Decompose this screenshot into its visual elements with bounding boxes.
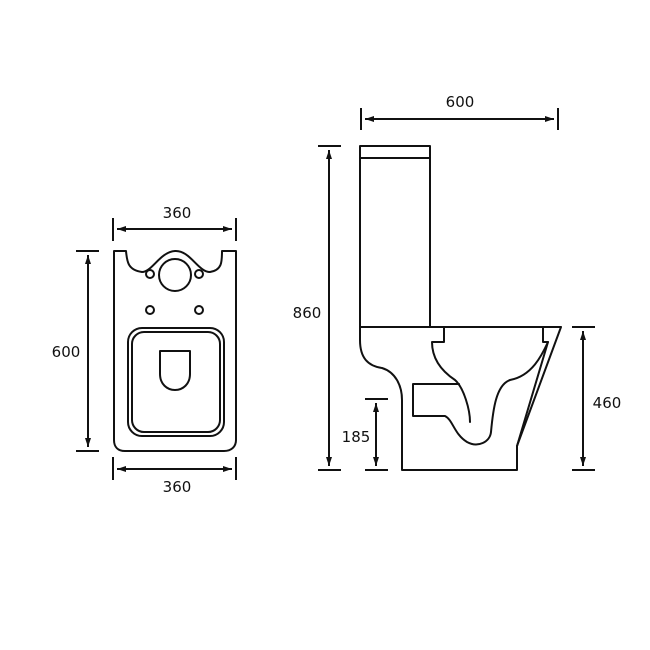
skirt-line [516, 341, 549, 447]
seat-fixing-hole [145, 305, 155, 315]
seat-fixing-hole [194, 305, 204, 315]
height-label: 860 [293, 304, 322, 322]
fixing-hole [194, 269, 204, 279]
seat-inner [131, 331, 221, 433]
projection-dimension: 600 [360, 93, 559, 130]
top-width-label: 360 [163, 204, 192, 222]
outlet-height-dimension: 185 [342, 398, 388, 471]
outlet-height-label: 185 [342, 428, 371, 446]
seat-outer [127, 327, 225, 437]
height-dimension: 860 [293, 145, 341, 471]
bottom-width-label: 360 [163, 478, 192, 496]
top-view: 360 600 360 [52, 204, 237, 496]
pan-outline [359, 326, 562, 471]
cistern-hole [158, 258, 192, 292]
depth-label: 600 [52, 343, 81, 361]
top-width-dimension: 360 [112, 204, 237, 241]
cistern [359, 145, 431, 328]
bowl-trap [412, 326, 549, 446]
bottom-width-dimension: 360 [112, 457, 237, 496]
depth-dimension: 600 [52, 250, 99, 452]
projection-label: 600 [446, 93, 475, 111]
bowl-opening [159, 350, 191, 391]
fixing-hole [145, 269, 155, 279]
pan-height-label: 460 [593, 394, 622, 412]
pan-height-dimension: 460 [572, 326, 622, 471]
top-view-outline [113, 249, 237, 452]
bowl-interior [431, 326, 471, 423]
side-view: 600 860 185 460 [293, 93, 622, 471]
